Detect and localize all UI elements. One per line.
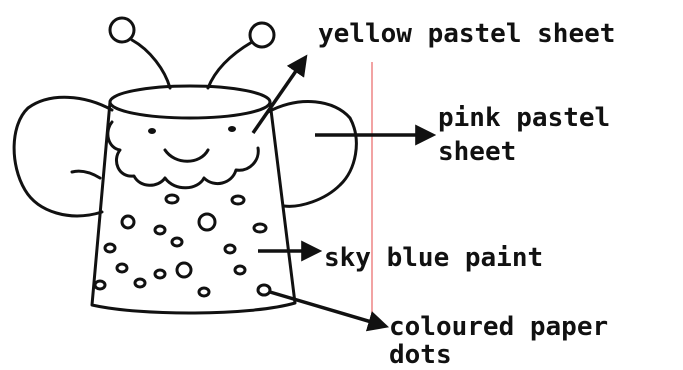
cup-rim bbox=[110, 86, 270, 118]
label-yellow-pastel-sheet: yellow pastel sheet bbox=[318, 19, 615, 49]
cup-body bbox=[92, 102, 295, 313]
face-sheet bbox=[108, 122, 258, 188]
label-coloured-paper-dots-line2: dots bbox=[389, 340, 452, 370]
paper-dot bbox=[225, 245, 235, 253]
left-antenna bbox=[132, 40, 170, 88]
right-antenna-ball bbox=[250, 23, 274, 47]
label-pink-pastel-sheet-line1: pink pastel bbox=[438, 103, 610, 133]
right-eye bbox=[228, 126, 236, 132]
paper-dot bbox=[135, 279, 145, 287]
left-eye bbox=[148, 128, 156, 134]
paper-dot bbox=[258, 285, 270, 295]
paper-dot bbox=[155, 270, 165, 278]
paper-dot bbox=[117, 264, 127, 272]
paper-dot bbox=[155, 226, 165, 234]
paper-dot bbox=[177, 263, 191, 277]
paper-dot bbox=[235, 266, 245, 274]
paper-dot bbox=[199, 214, 215, 230]
paper-dot bbox=[166, 195, 178, 203]
paper-dot bbox=[199, 288, 209, 296]
label-pink-pastel-sheet-line2: sheet bbox=[438, 137, 516, 167]
paper-dot bbox=[172, 238, 182, 246]
face-smile bbox=[165, 150, 208, 161]
left-antenna-ball bbox=[110, 18, 134, 42]
paper-dot bbox=[122, 216, 134, 228]
label-sky-blue-paint: sky blue paint bbox=[324, 243, 543, 273]
paper-dot bbox=[254, 224, 266, 232]
left-wing bbox=[14, 97, 112, 216]
right-antenna bbox=[208, 42, 252, 88]
paper-dot bbox=[232, 196, 244, 204]
left-wing-notch bbox=[72, 171, 100, 178]
paper-dot bbox=[105, 244, 115, 252]
arrow-paper-dots bbox=[270, 292, 385, 326]
paper-dot bbox=[95, 281, 105, 289]
label-coloured-paper-dots-line1: coloured paper bbox=[389, 312, 608, 342]
